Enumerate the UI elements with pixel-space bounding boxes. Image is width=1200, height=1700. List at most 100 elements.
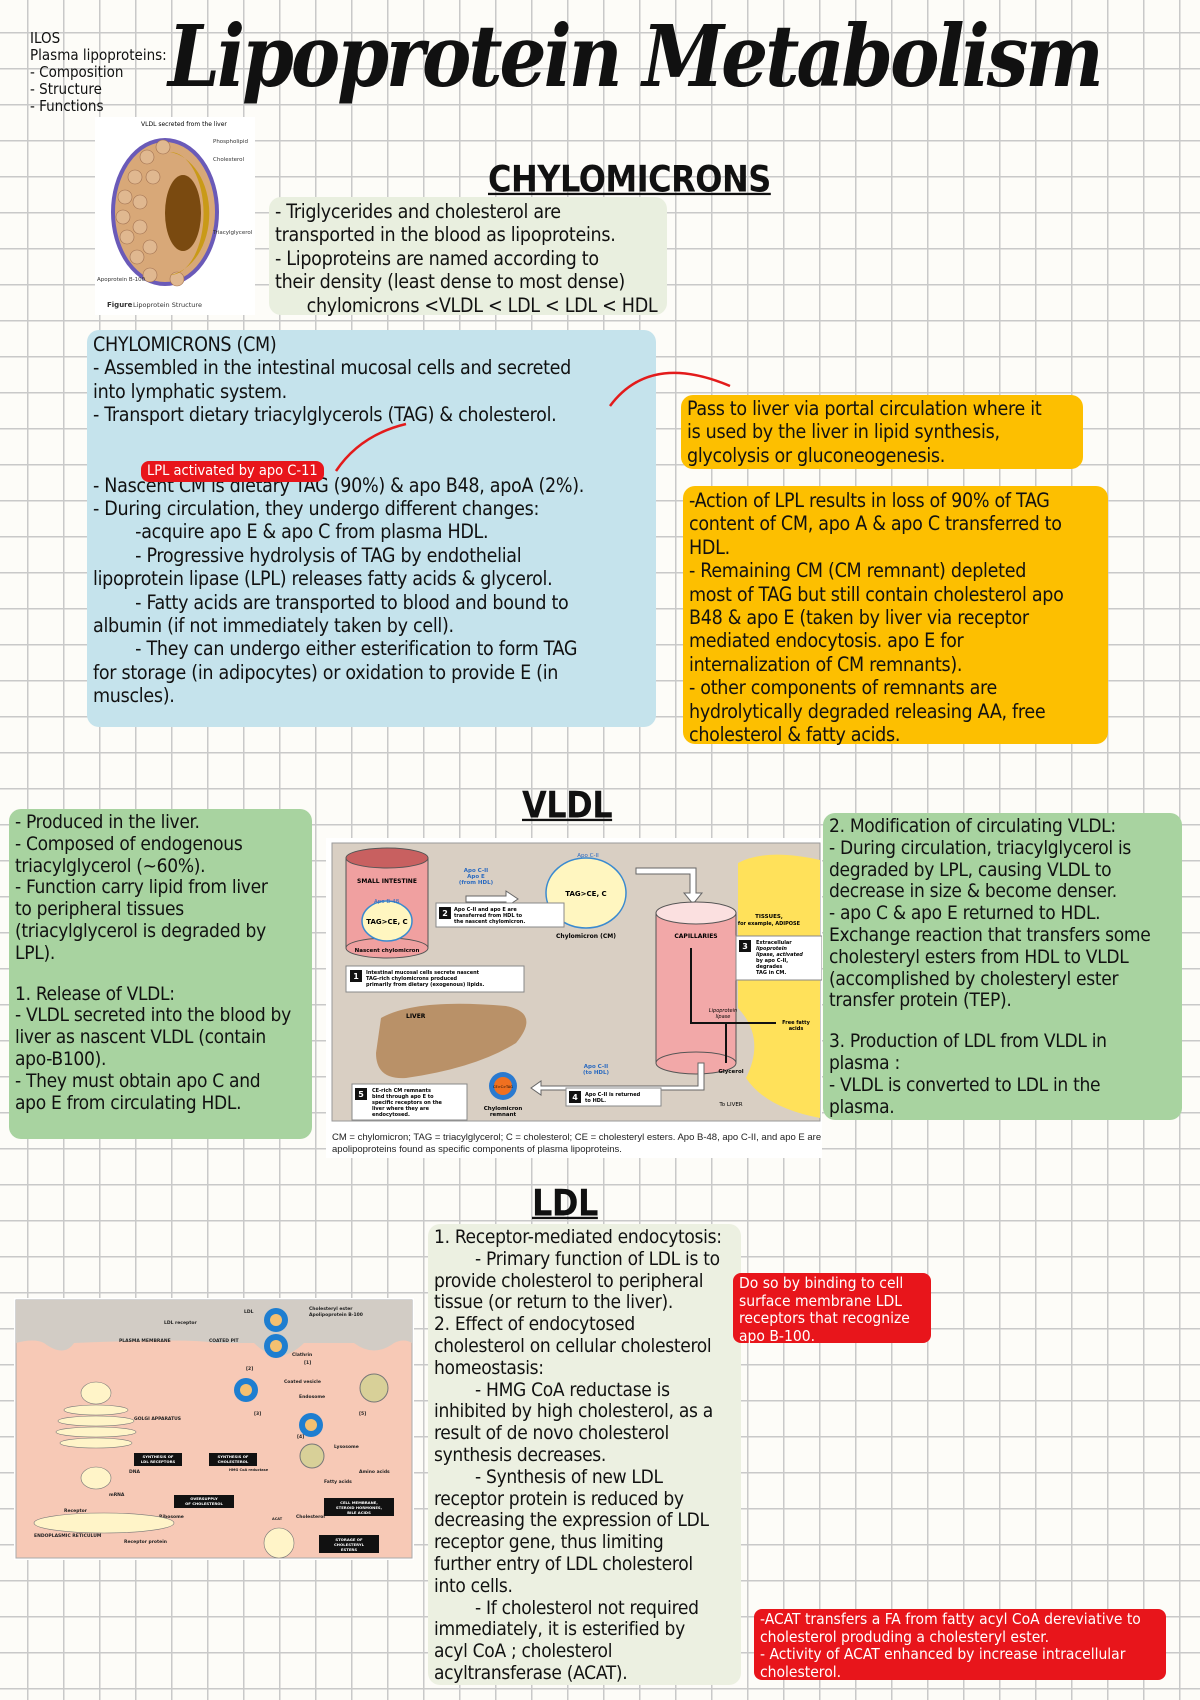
cm-note-bottom: - Nascent CM is dietary TAG (90%) & apo … [93,474,650,708]
text-line: Exchange reaction that transfers some [829,923,1151,946]
text-line: -ACAT transfers a FA from fatty acyl CoA… [760,1610,1141,1628]
svg-text:Cholesterol: Cholesterol [296,1514,325,1520]
svg-text:Extracellular: Extracellular [756,940,792,946]
chylomicron-metabolism-diagram: SMALL INTESTINE Apo B-48 TAG>CE, C Nasce… [326,838,823,1158]
label-triacylglycerol: Triacylglycerol [212,230,253,236]
text-line: decrease in size & become denser. [829,880,1117,903]
vldl-release-note: - Produced in the liver.- Composed of en… [9,809,312,1139]
svg-text:To LIVER: To LIVER [718,1102,742,1108]
text-line: content of CM, apo A & apo C transferred… [689,512,1062,536]
svg-text:LDL receptor: LDL receptor [164,1320,197,1326]
text-line: - Fatty acids are transported to blood a… [93,590,569,614]
text-line: cholesteryl esters from HDL to VLDL [829,945,1129,968]
text-line: for storage (in adipocytes) or oxidation… [93,660,559,684]
text-line: degraded by LPL, causing VLDL to [829,858,1112,881]
text-line: is used by the liver in lipid synthesis, [687,420,1000,444]
text-line: -acquire apo E & apo C from plasma HDL. [93,520,489,544]
label-capillaries: CAPILLARIES [674,933,717,940]
lipoprotein-structure-figure: VLDL secreted from the liver Phospholipi… [95,117,255,315]
svg-text:3: 3 [742,942,748,951]
text-line: 1. Release of VLDL: [15,982,175,1005]
text-line: - Remaining CM (CM remnant) depleted [689,559,1027,583]
text-line: - apo C & apo E returned to HDL. [829,902,1101,925]
svg-text:HMG CoA reductase: HMG CoA reductase [229,1468,269,1472]
text-line: receptor gene, thus limiting [434,1531,664,1554]
text-line: plasma. [829,1095,895,1118]
page-title: Lipoprotein Metabolism [168,7,1104,107]
figure-caption: Lipoprotein Structure [133,301,202,309]
ldl-function-note: 1. Receptor-mediated endocytosis: - Prim… [428,1224,741,1685]
svg-text:GOLGI APPARATUS: GOLGI APPARATUS [134,1416,181,1422]
svg-text:Apo C-II: Apo C-II [584,1064,608,1070]
svg-text:lipoprotein: lipoprotein [756,946,787,952]
text-line: cholesterol & fatty acids. [689,723,901,747]
diagram-caption: CM = chylomicron; TAG = triacylglycerol;… [326,1132,822,1156]
svg-text:Apo C-II: Apo C-II [464,868,488,874]
svg-text:Fatty acids: Fatty acids [324,1479,352,1485]
text-line: B48 & apo E (taken by liver via receptor [689,606,1029,630]
text-line: chylomicrons <VLDL < LDL < LDL < HDL [275,293,658,317]
svg-text:TAG in CM.: TAG in CM. [756,970,786,976]
svg-text:ACAT: ACAT [272,1517,283,1521]
text-line: muscles). [93,684,175,708]
svg-text:LDL RECEPTORS: LDL RECEPTORS [141,1459,176,1464]
svg-text:Lipoprotein: Lipoprotein [709,1008,737,1014]
svg-text:4: 4 [572,1093,578,1102]
portal-circulation-note: Pass to liver via portal circulation whe… [681,395,1083,469]
svg-text:Ribosome: Ribosome [159,1514,184,1520]
text-line: 2. Effect of endocytosed [434,1313,635,1336]
svg-text:TISSUES,: TISSUES, [755,914,783,920]
svg-text:Clathrin: Clathrin [292,1352,312,1358]
acat-tag: -ACAT transfers a FA from fatty acyl CoA… [754,1609,1166,1680]
svg-text:Apo C-II and apo E are: Apo C-II and apo E are [454,907,517,913]
label-nascent: Nascent chylomicron [355,948,420,954]
text-line: Pass to liver via portal circulation whe… [687,397,1042,420]
text-line: 2. Modification of circulating VLDL: [829,815,1116,837]
text-line: - VLDL is converted to LDL in the [829,1073,1101,1096]
text-line: - Lipoproteins are named according to [275,246,599,270]
text-line: Do so by binding to cell [739,1274,904,1292]
svg-text:STORAGE OF: STORAGE OF [335,1537,363,1542]
svg-text:Apo C-II is returned: Apo C-II is returned [585,1092,641,1098]
text-line [829,1012,1176,1031]
svg-text:Receptor: Receptor [64,1508,88,1514]
svg-text:CHOLESTEROL: CHOLESTEROL [218,1459,249,1464]
text-line: surface membrane LDL [739,1291,902,1310]
text-line: Plasma lipoproteins: [30,46,167,64]
text-line: ILOS [30,29,61,47]
svg-text:LDL: LDL [244,1309,254,1315]
svg-text:primarily from dietary (exogen: primarily from dietary (exogenous) lipid… [366,982,484,988]
text-line: mediated endocytosis. apo E for [689,629,964,653]
svg-text:lipase, activated: lipase, activated [756,952,803,958]
text-line: HDL. [689,535,730,559]
text-line: hydrolytically degraded releasing AA, fr… [689,699,1046,723]
text-line: apo B-100. [739,1326,815,1345]
text-line: result of de novo cholesterol [434,1422,669,1445]
svg-text:[3]: [3] [254,1411,261,1417]
svg-text:Lysosome: Lysosome [334,1444,359,1450]
svg-text:Coated vesicle: Coated vesicle [284,1379,321,1385]
svg-text:mRNA: mRNA [109,1492,125,1498]
text-line: albumin (if not immediately taken by cel… [93,614,454,638]
text-line: -Action of LPL results in loss of 90% of… [689,489,1050,512]
svg-text:[4]: [4] [297,1434,304,1440]
svg-text:SYNTHESIS OF: SYNTHESIS OF [217,1454,248,1459]
text-line: glycolysis or gluconeogenesis. [687,443,946,467]
svg-text:CE>C>TAG: CE>C>TAG [493,1085,513,1089]
text-line: - They can undergo either esterification… [93,637,578,661]
label-apo-b48: Apo B-48 [374,899,400,905]
lpl-activation-tag: LPL activated by apo C-11 [141,461,324,482]
text-line: inhibited by high cholesterol, as a [434,1400,713,1423]
text-line: - Composed of endogenous [15,832,243,855]
text-line: apo E from circulating HDL. [15,1091,242,1114]
label-phospholipid: Phospholipid [213,139,248,145]
svg-text:TAG>CE, C: TAG>CE, C [565,890,606,898]
svg-text:(to HDL): (to HDL) [583,1070,610,1076]
text-line: acyltransferase (ACAT). [434,1661,628,1684]
svg-text:bind through apo E to: bind through apo E to [372,1094,434,1100]
svg-text:PLASMA MEMBRANE: PLASMA MEMBRANE [119,1338,171,1344]
text-line: cholesterol. [760,1662,842,1681]
text-line [15,965,306,984]
label-tag: TAG>CE, C [366,918,407,926]
